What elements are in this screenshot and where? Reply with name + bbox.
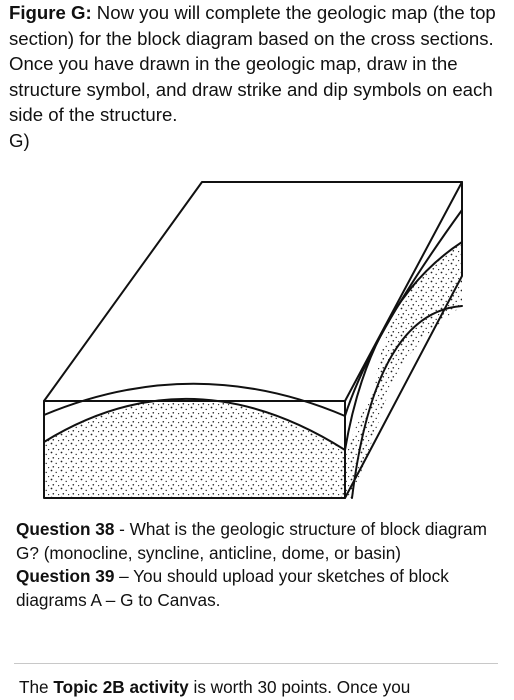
activity-note-suffix: is worth 30 points. Once you	[188, 677, 411, 697]
front-contact-2	[43, 397, 346, 451]
diagram-item-label: G)	[9, 129, 30, 151]
question-38-text: - What is the geologic structure of bloc…	[16, 519, 487, 563]
activity-note: The Topic 2B activity is worth 30 points…	[19, 676, 514, 699]
block-diagram-g	[43, 181, 463, 499]
activity-name: Topic 2B activity	[53, 677, 189, 697]
question-38-label: Question 38	[16, 519, 115, 539]
questions-block: Question 38 - What is the geologic struc…	[16, 518, 506, 612]
question-38: Question 38 - What is the geologic struc…	[16, 518, 506, 565]
figure-label: Figure G:	[9, 2, 92, 23]
side-cross-section	[344, 181, 463, 499]
side-contact-2	[344, 241, 463, 451]
figure-caption: Figure G: Now you will complete the geol…	[9, 0, 509, 128]
figure-instructions: Figure G: Now you will complete the geol…	[9, 0, 509, 153]
side-sandstone-layer	[345, 242, 462, 498]
question-39-text: – You should upload your sketches of blo…	[16, 566, 449, 610]
section-divider	[14, 663, 498, 664]
question-39: Question 39 – You should upload your ske…	[16, 565, 506, 612]
front-sandstone-layer	[44, 398, 345, 498]
figure-text: Now you will complete the geologic map (…	[9, 2, 496, 125]
front-contact-1	[43, 382, 346, 417]
activity-note-prefix: The	[19, 677, 54, 697]
side-contact-3	[351, 305, 463, 499]
question-39-label: Question 39	[16, 566, 115, 586]
